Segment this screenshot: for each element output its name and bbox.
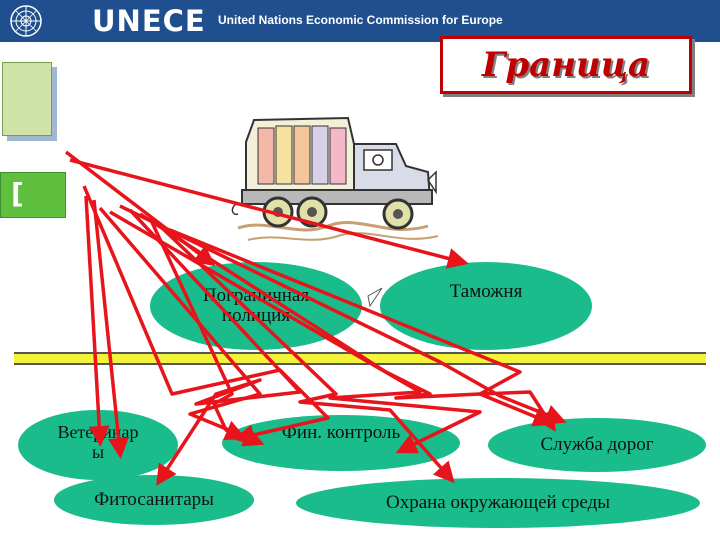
node-customs: Таможня (380, 262, 592, 350)
border-title-box: Граница (440, 36, 692, 94)
brand-subtitle: United Nations Economic Commission for E… (218, 13, 503, 27)
node-customs-label: Таможня (449, 281, 523, 302)
node-road-service: Служба дорог (488, 418, 706, 472)
side-panel-box (2, 62, 52, 136)
node-veterinary-line2: ы (91, 442, 105, 462)
node-environment-protection: Охрана окружающей среды (296, 478, 700, 528)
un-emblem-icon (10, 5, 42, 37)
border-title: Граница (481, 45, 651, 85)
node-environment-protection-label: Охрана окружающей среды (385, 492, 611, 513)
node-financial-control-label: Фин. контроль (281, 422, 401, 443)
header-bar: UNECE United Nations Economic Commission… (0, 0, 720, 42)
cargo-truck-icon (231, 116, 439, 241)
node-phytosanitary: Фитосанитары (54, 475, 254, 525)
node-phytosanitary-label: Фитосанитары (94, 489, 214, 510)
brand-name: UNECE (92, 4, 206, 38)
side-panel-box-green: [ (0, 172, 66, 218)
node-road-service-label: Служба дорог (540, 434, 654, 455)
